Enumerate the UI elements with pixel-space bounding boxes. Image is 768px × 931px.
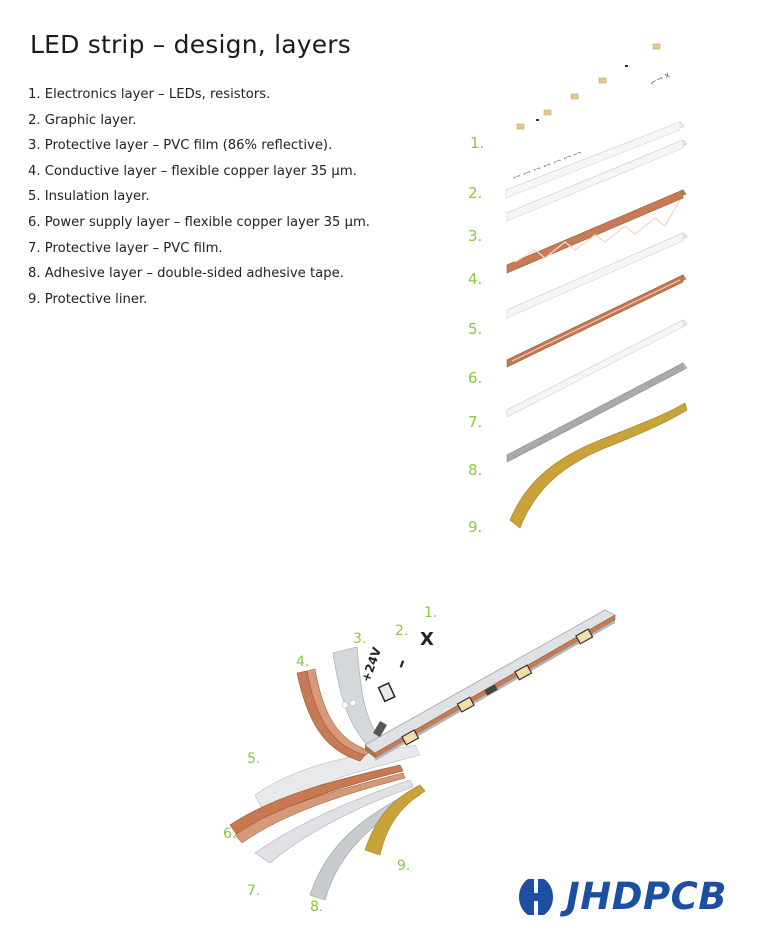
assembled-number-7: 7. (247, 883, 260, 899)
assembled-number-6: 6. (223, 826, 236, 842)
graphic-layer: ⌐¬ ⌐¬ ⌐¬ ⌐¬ ⌐¬ ⌐¬ ⌐¬ (505, 121, 685, 199)
assembled-number-5: 5. (247, 751, 260, 767)
exploded-number-5: 5. (468, 320, 482, 338)
exploded-number-1: 1. (470, 134, 484, 152)
protective-liner-layer (509, 402, 688, 529)
exploded-number-4: 4. (468, 270, 482, 288)
assembled-number-9: 9. (397, 858, 410, 874)
assembled-number-4: 4. (296, 654, 309, 670)
adhesive-tape-layer (506, 362, 688, 463)
exploded-number-6: 6. (468, 369, 482, 387)
electronics-layer: ⌐¬ x (516, 43, 672, 130)
assembled-number-2: 2. (395, 623, 408, 639)
protective-pvc-layer (506, 319, 688, 418)
layer-item-7: 7. Protective layer – PVC film. (28, 240, 223, 256)
plus-24v-marking: +24V (359, 645, 385, 684)
layer-item-5: 5. Insulation layer. (28, 189, 150, 205)
layer-item-4: 4. Conductive layer – flexible copper la… (28, 163, 357, 179)
layer-item-1: 1. Electronics layer – LEDs, resistors. (28, 87, 271, 102)
assembled-strip-diagram: +24V – X 1. 2. 3. 4. 5. 6. 7. 8. 9. (223, 605, 616, 915)
exploded-number-7: 7. (468, 413, 482, 431)
layer-list: 1. Electronics layer – LEDs, resistors. … (28, 82, 370, 312)
layer-item-9: 9. Protective liner. (28, 291, 148, 307)
peeled-pvc-layer (254, 779, 414, 864)
layer-item-3: 3. Protective layer – PVC film (86% refl… (28, 138, 333, 154)
brand-logo-text: JHDPCB (566, 875, 727, 918)
conductive-copper-layer (506, 189, 687, 274)
insulation-layer (506, 232, 688, 319)
svg-text:⌐¬ x: ⌐¬ x (649, 70, 672, 88)
assembled-number-8: 8. (310, 899, 323, 915)
minus-marking: – (390, 656, 413, 672)
cut-mark: X (420, 629, 434, 650)
strip-leds (373, 628, 594, 746)
exploded-layer-diagram: 1. 2. 3. 4. 5. 6. 7. 8. 9. ⌐¬ x ⌐¬ ⌐¬ ⌐¬… (468, 43, 688, 536)
layer-item-2: 2. Graphic layer. (28, 112, 137, 128)
exploded-number-8: 8. (468, 461, 482, 479)
layer-item-8: 8. Adhesive layer – double-sided adhesiv… (28, 266, 344, 282)
exploded-number-2: 2. (468, 184, 482, 202)
layer-item-6: 6. Power supply layer – flexible copper … (28, 214, 370, 230)
assembled-number-3: 3. (353, 631, 366, 647)
power-copper-layer (506, 274, 687, 368)
brand-logo-icon (519, 878, 553, 915)
exploded-number-3: 3. (468, 227, 482, 245)
exploded-number-9: 9. (468, 518, 482, 536)
protective-layer-3 (506, 139, 688, 222)
graphic-markings: +24V – X (359, 629, 434, 703)
page-title: LED strip – design, layers (30, 30, 352, 59)
brand-logo: JHDPCB (518, 875, 727, 918)
peeled-liner-layer (364, 784, 426, 856)
assembled-number-1: 1. (424, 605, 437, 621)
